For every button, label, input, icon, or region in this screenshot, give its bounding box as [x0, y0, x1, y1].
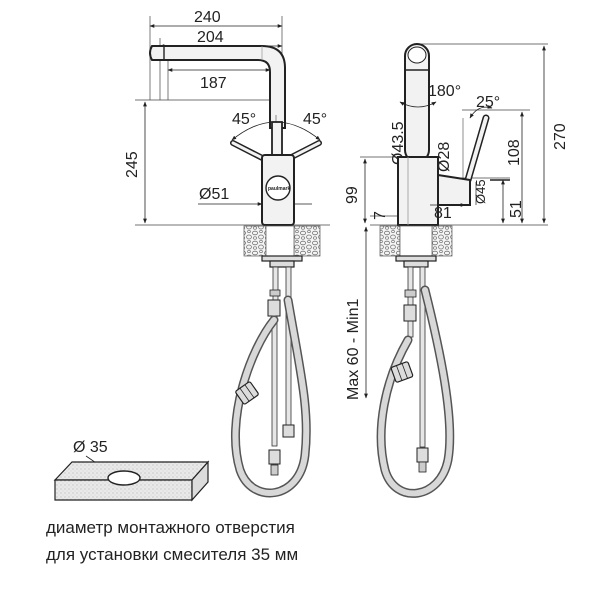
side-hose-weight [390, 361, 414, 383]
dim-hole-diameter: Ø 35 [73, 439, 108, 456]
side-supply-pipe [407, 266, 414, 338]
dim-base-offset: 7 [372, 211, 389, 220]
caption-line-2: для установки смесителя 35 мм [46, 545, 299, 564]
side-body [397, 156, 439, 226]
side-countertop-left [379, 225, 401, 257]
side-handle-block [437, 173, 471, 206]
side-countertop-right [431, 225, 453, 257]
countertop-section-left [243, 225, 267, 257]
dim-handle-width: 81 [434, 205, 452, 222]
dim-body-height: 99 [344, 186, 361, 204]
dim-angle-left: 45° [232, 111, 256, 128]
dim-body-diameter: Ø28 [436, 142, 453, 172]
dim-handle-height: 51 [508, 200, 525, 218]
dim-spout-diameter: Ø43.5 [390, 121, 407, 165]
dim-height: 245 [124, 151, 141, 178]
side-supply-pipe-2 [419, 266, 426, 448]
front-view: 240 204 187 245 45° 45° paulmark Ø51 [124, 9, 330, 498]
dim-width-spout: 204 [197, 29, 224, 46]
hose-weight [235, 381, 259, 405]
dim-lever-height: 108 [506, 139, 523, 166]
supply-pipe-right [285, 266, 292, 438]
mounting-hole-detail: Ø 35 [53, 439, 210, 502]
dim-width-inner: 187 [200, 75, 227, 92]
countertop-section-right [293, 225, 321, 257]
dim-width-total: 240 [194, 9, 221, 26]
dim-lever-angle: 25° [476, 94, 500, 111]
brand-label: paulmark [268, 186, 290, 192]
dim-angle-right: 45° [303, 111, 327, 128]
mounting-hole [107, 470, 141, 486]
dim-rotation: 180° [428, 83, 461, 100]
dim-handle-diameter: Ø45 [473, 179, 488, 204]
dim-base-diameter: Ø51 [199, 186, 229, 203]
caption-line-1: диаметр монтажного отверстия [46, 518, 295, 537]
side-view: 270 108 51 99 7 Max 60 - Min1 180° Ø43.5… [344, 43, 569, 498]
dim-mount-range: Max 60 - Min1 [345, 299, 362, 400]
dim-total-height: 270 [552, 123, 569, 150]
body-emblem [265, 175, 291, 201]
